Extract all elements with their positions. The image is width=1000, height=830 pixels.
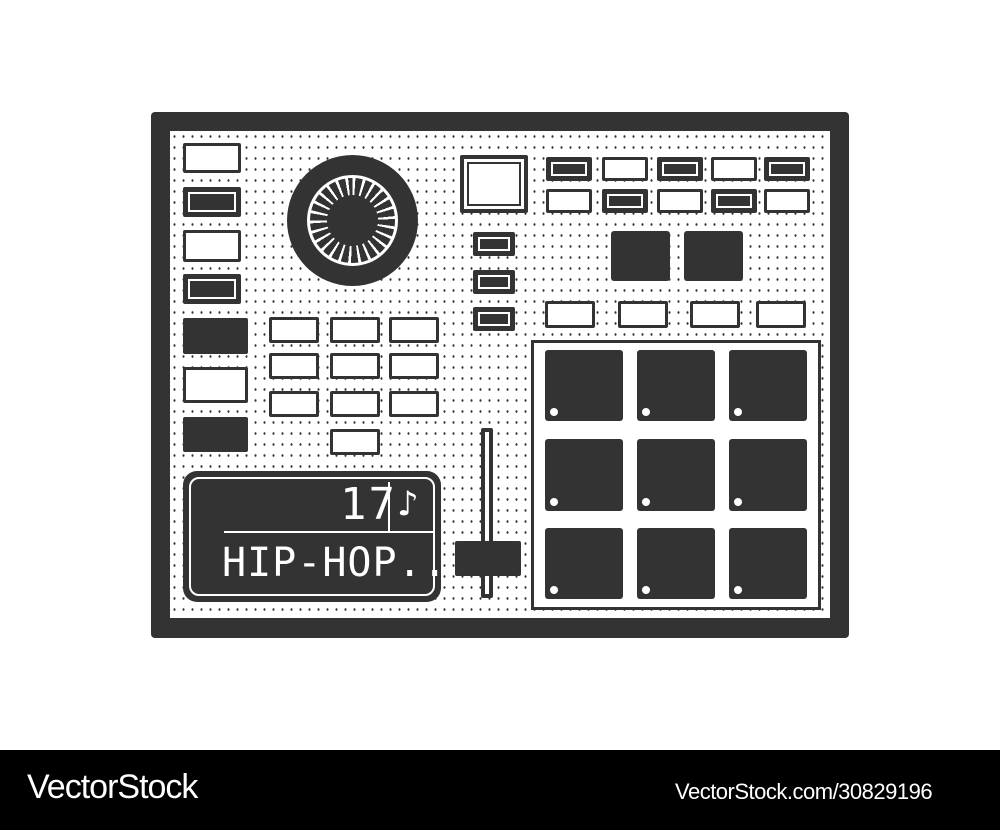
top-button-1-4[interactable]: [711, 157, 757, 181]
pad-led-icon: [550, 586, 558, 594]
grid-button-3-1[interactable]: [269, 391, 319, 417]
grid-button-3-3[interactable]: [389, 391, 439, 417]
drum-pad-5[interactable]: [637, 439, 715, 511]
grid-button-2-1[interactable]: [269, 353, 319, 379]
drum-pad-3[interactable]: [729, 350, 807, 421]
knob-center: [327, 195, 378, 246]
grid-button-4-2[interactable]: [330, 429, 380, 455]
bank-button-1[interactable]: [545, 301, 595, 328]
grid-button-2-2[interactable]: [330, 353, 380, 379]
music-note-icon: ♪: [397, 484, 421, 525]
pad-led-icon: [550, 498, 558, 506]
grid-button-3-2[interactable]: [330, 391, 380, 417]
side-button-2[interactable]: [473, 270, 515, 294]
volume-fader-handle[interactable]: [455, 541, 521, 576]
left-button-1[interactable]: [183, 143, 241, 173]
pad-led-icon: [734, 498, 742, 506]
top-button-2-1[interactable]: [546, 189, 592, 213]
left-button-5[interactable]: [183, 318, 248, 354]
function-pad-2[interactable]: [684, 231, 743, 281]
left-button-4[interactable]: [183, 274, 241, 304]
drum-pad-1[interactable]: [545, 350, 623, 421]
bank-button-3[interactable]: [690, 301, 740, 328]
pad-led-icon: [642, 408, 650, 416]
top-button-1-5[interactable]: [764, 157, 810, 181]
pad-led-icon: [642, 586, 650, 594]
drum-pad-7[interactable]: [545, 528, 623, 599]
side-button-1[interactable]: [473, 232, 515, 256]
left-button-3[interactable]: [183, 230, 241, 262]
lcd-divider: [388, 482, 390, 532]
pad-led-icon: [734, 408, 742, 416]
grid-button-1-2[interactable]: [330, 317, 380, 343]
left-button-6[interactable]: [183, 367, 248, 403]
lcd-separator: [224, 531, 434, 533]
top-button-2-2[interactable]: [602, 189, 648, 213]
lcd-number: 17: [340, 479, 397, 530]
drum-pad-2[interactable]: [637, 350, 715, 421]
pad-led-icon: [734, 586, 742, 594]
top-button-2-3[interactable]: [657, 189, 703, 213]
top-button-2-4[interactable]: [711, 189, 757, 213]
drum-pad-8[interactable]: [637, 528, 715, 599]
top-button-1-1[interactable]: [546, 157, 592, 181]
function-pad-1[interactable]: [611, 231, 670, 281]
grid-button-1-1[interactable]: [269, 317, 319, 343]
pad-led-icon: [642, 498, 650, 506]
grid-button-2-3[interactable]: [389, 353, 439, 379]
left-button-7[interactable]: [183, 417, 248, 452]
top-button-2-5[interactable]: [764, 189, 810, 213]
fader-slot: [485, 432, 489, 594]
grid-button-1-3[interactable]: [389, 317, 439, 343]
bank-button-2[interactable]: [618, 301, 668, 328]
lcd-screen: [189, 477, 435, 596]
brand-logo: VectorStock: [27, 768, 198, 806]
drum-pad-4[interactable]: [545, 439, 623, 511]
pad-led-icon: [550, 408, 558, 416]
top-button-1-2[interactable]: [602, 157, 648, 181]
side-button-3[interactable]: [473, 307, 515, 331]
bank-button-4[interactable]: [756, 301, 806, 328]
watermark-footer: [0, 750, 1000, 830]
lcd-text: HIP-HOP..!: [222, 540, 473, 586]
drum-pad-9[interactable]: [729, 528, 807, 599]
top-button-1-3[interactable]: [657, 157, 703, 181]
mode-button[interactable]: [460, 155, 528, 213]
left-button-2[interactable]: [183, 187, 241, 217]
drum-pad-6[interactable]: [729, 439, 807, 511]
image-url: VectorStock.com/30829196: [675, 779, 933, 804]
